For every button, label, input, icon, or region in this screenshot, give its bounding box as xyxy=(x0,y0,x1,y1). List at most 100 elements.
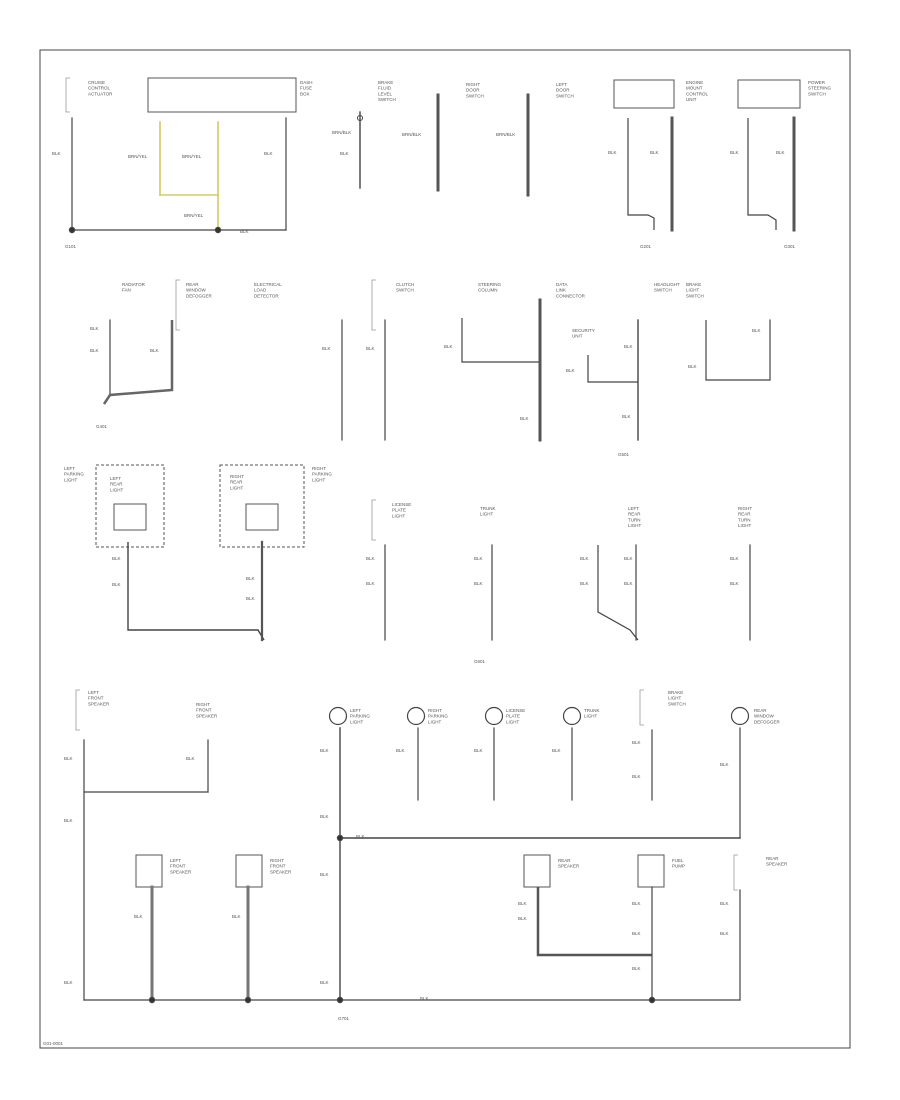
wire-label: BLK xyxy=(232,914,241,919)
left-parking-light-box xyxy=(95,464,165,548)
component-bracket xyxy=(65,77,70,113)
wire-label: BLK xyxy=(518,916,527,921)
left-front-speaker xyxy=(135,854,163,888)
ground-label: G301 xyxy=(784,244,796,249)
component-bracket xyxy=(371,279,376,331)
diagram-code: G01-0001 xyxy=(43,1041,64,1046)
wire xyxy=(747,118,777,230)
wire xyxy=(461,318,540,363)
wire-label: BLK xyxy=(90,326,99,331)
switch-contact xyxy=(357,115,363,121)
wire-label: BLK xyxy=(624,556,633,561)
wire-label: BLK xyxy=(622,414,631,419)
wire xyxy=(127,542,265,641)
rear-speaker-box xyxy=(523,854,551,888)
ground-label: G401 xyxy=(96,424,108,429)
wire-label: BLK xyxy=(246,576,255,581)
wire-label: BLK xyxy=(632,740,641,745)
dash-fuse-box xyxy=(147,77,297,113)
wire-label: BRN/YEL xyxy=(182,154,202,159)
left-parking-light-2 xyxy=(328,706,348,726)
license-plate-light-2 xyxy=(484,706,504,726)
wire-label: BLK xyxy=(396,748,405,753)
right-parking-light-2 xyxy=(406,706,426,726)
wire-label: BLK xyxy=(566,368,575,373)
wire-label: BLK xyxy=(150,348,159,353)
wire xyxy=(597,545,639,641)
splice-point xyxy=(336,996,344,1004)
splice-point xyxy=(336,834,344,842)
component-bracket xyxy=(639,689,644,726)
wire-label: BLK xyxy=(112,582,121,587)
wire-label: BLK xyxy=(64,756,73,761)
wire-label: BLK xyxy=(688,364,697,369)
wire-label: BLK xyxy=(340,151,349,156)
component-bracket xyxy=(175,279,180,331)
wire-label: BLK xyxy=(632,966,641,971)
wire-label: BLK xyxy=(64,980,73,985)
wire-label: BLK xyxy=(320,980,329,985)
wire-label: BLK xyxy=(52,151,61,156)
wire-label: BLK xyxy=(246,596,255,601)
ground-label: G601 xyxy=(474,659,486,664)
power-steering-switch xyxy=(737,79,801,109)
wire-label: BLK xyxy=(474,748,483,753)
wire-label: BLK xyxy=(90,348,99,353)
wire-label: BLK xyxy=(520,416,529,421)
high-mount-brake-light xyxy=(730,706,750,726)
wire-label: BLK xyxy=(356,834,365,839)
component-bracket xyxy=(371,499,376,541)
wire xyxy=(587,355,638,383)
wire-label: BRN/BLK xyxy=(402,132,421,137)
wire-label: BLK xyxy=(730,556,739,561)
wire-label: BLK xyxy=(624,344,633,349)
splice-point xyxy=(648,996,656,1004)
component-bracket xyxy=(75,689,80,731)
component-bracket xyxy=(733,854,738,891)
wire-label: BLK xyxy=(264,151,273,156)
wire-label: BRN/YEL xyxy=(128,154,148,159)
ground-label: G501 xyxy=(618,452,630,457)
wire-label: BLK xyxy=(552,748,561,753)
diagram-border xyxy=(39,49,851,1049)
wire-label: BLK xyxy=(632,774,641,779)
wire-label: BLK xyxy=(320,748,329,753)
splice-point xyxy=(244,996,252,1004)
wire xyxy=(627,118,655,230)
wire-label: BLK xyxy=(444,344,453,349)
left-parking-light xyxy=(113,503,147,531)
wire-label: BLK xyxy=(64,818,73,823)
wire-label: BRN/BLK xyxy=(332,130,351,135)
right-front-speaker xyxy=(235,854,263,888)
wire-label: BLK xyxy=(320,872,329,877)
wire-label: BLK xyxy=(720,762,729,767)
wire xyxy=(705,320,770,381)
wire-label: BLK xyxy=(580,556,589,561)
wire-label: BLK xyxy=(474,556,483,561)
wire-label: BRN/YEL xyxy=(184,213,204,218)
fuel-pump-box xyxy=(637,854,665,888)
